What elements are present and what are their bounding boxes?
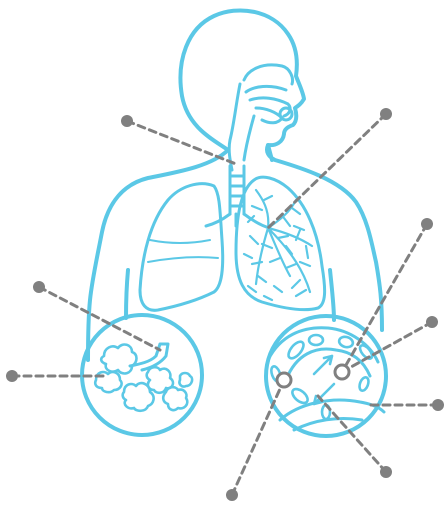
callout-lungs-dot xyxy=(380,108,392,120)
callout-capillary-bottom-dot xyxy=(226,489,238,501)
left-lung xyxy=(140,184,223,311)
alveoli-clusters xyxy=(95,345,192,411)
callout-capillary-upper-right-leader xyxy=(342,322,432,372)
callout-capillary-top-dot xyxy=(421,218,433,230)
right-arm xyxy=(330,270,334,320)
callout-capillary-lower-right-dot xyxy=(380,466,392,478)
callout-capillary-bottom-leader xyxy=(232,380,284,495)
left-arm xyxy=(126,270,128,318)
left-lung-lobe-line xyxy=(148,240,218,262)
callout-alveoli-upper-dot xyxy=(33,281,45,293)
trachea xyxy=(230,166,244,214)
callout-nasal-cavity-dot xyxy=(121,115,133,127)
callout-capillary-upper-right-dot xyxy=(426,316,438,328)
callout-capillary-top-ring xyxy=(335,365,349,379)
callout-capillary-right-dot xyxy=(432,399,444,411)
callout-capillary-bottom-ring xyxy=(277,373,291,387)
callout-alveoli-left-dot xyxy=(6,370,18,382)
callout-leaders xyxy=(12,114,438,495)
exchange-arrow-up xyxy=(314,356,332,374)
